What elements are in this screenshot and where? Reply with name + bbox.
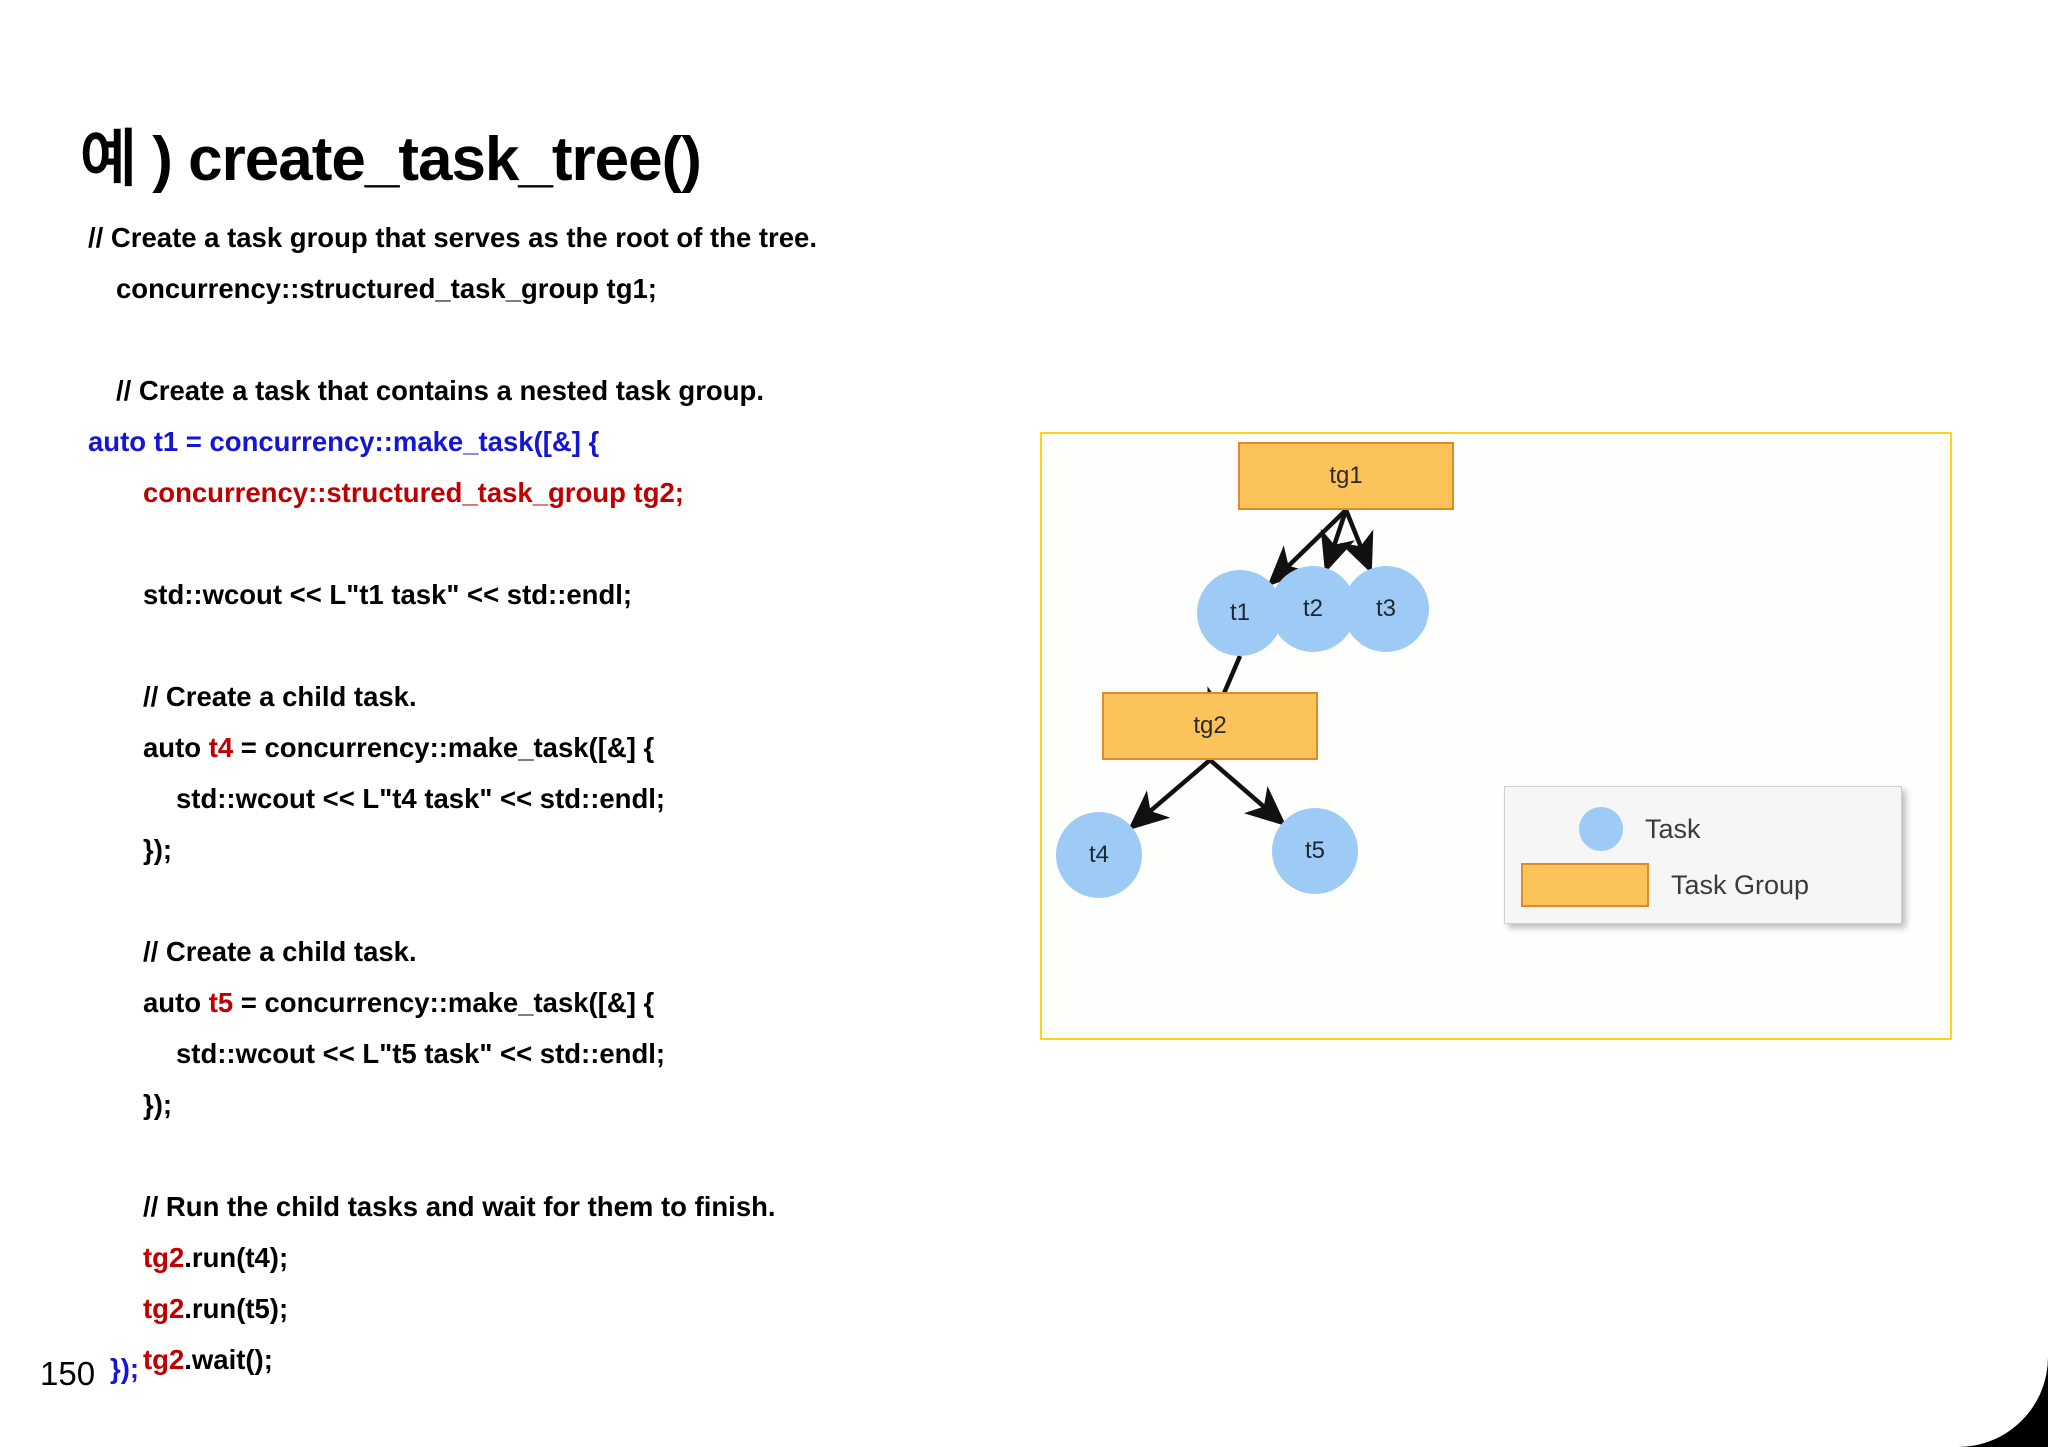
code-token: = concurrency::make_task([&] { [233,987,655,1018]
diagram-node-t4: t4 [1056,812,1142,898]
code-token: auto [143,987,209,1018]
code-token: auto t1 = concurrency::make_task([&] { [88,426,600,457]
code-line [88,314,1048,365]
code-line [88,518,1048,569]
code-line: // Create a task group that serves as th… [88,212,1048,263]
code-closing-line: }); [110,1353,140,1384]
task-group-swatch-icon [1521,863,1649,907]
legend-label: Task [1645,813,1701,844]
code-line: }); [88,1079,1048,1130]
legend-item: Task Group [1521,863,1809,907]
code-token: }); [143,834,173,865]
code-token: // Run the child tasks and wait for them… [143,1191,776,1222]
page-number: 150 [40,1355,96,1392]
code-token: tg2 [143,1344,185,1375]
code-token: // Create a child task. [143,681,417,712]
diagram-edge-tg1-to-t3 [1339,509,1374,574]
code-line: // Run the child tasks and wait for them… [88,1181,1048,1232]
diagram-node-t3: t3 [1343,566,1429,652]
diagram-node-t5: t5 [1272,808,1358,894]
code-line: }); [88,824,1048,875]
code-token: concurrency::structured_task_group tg2; [143,477,684,508]
code-token: tg2 [143,1242,185,1273]
code-token: t4 [208,732,234,763]
diagram-edge-tg1-to-t1 [1267,508,1348,587]
code-token: tg2 [143,1293,185,1324]
diagram-edge-tg2-to-t5 [1208,758,1287,827]
code-line: tg2.wait(); [88,1334,1048,1385]
page-title: 예 ) create_task_tree() [80,124,702,194]
diagram-edges-layer [1127,508,1374,831]
code-token: // Create a task group that serves as th… [88,222,817,253]
code-line: // Create a child task. [88,671,1048,722]
code-token: t5 [208,987,234,1018]
code-line: concurrency::structured_task_group tg2; [88,467,1048,518]
code-token: concurrency::structured_task_group tg1; [116,273,657,304]
diagram-node-tg2: tg2 [1102,692,1318,760]
code-line: auto t1 = concurrency::make_task([&] { [88,416,1048,467]
code-line: // Create a child task. [88,926,1048,977]
code-token: .wait(); [184,1344,273,1375]
code-token: }); [143,1089,173,1120]
code-line: tg2.run(t4); [88,1232,1048,1283]
code-line: tg2.run(t5); [88,1283,1048,1334]
code-line: auto t5 = concurrency::make_task([&] { [88,977,1048,1028]
code-token: // Create a task that contains a nested … [116,375,764,406]
diagram-node-label: t5 [1304,837,1325,864]
code-line [88,1130,1048,1181]
code-token: std::wcout << L"t4 task" << std::endl; [176,783,666,814]
code-line: std::wcout << L"t1 task" << std::endl; [88,569,1048,620]
code-block: // Create a task group that serves as th… [88,212,1048,1385]
code-token: .run(t4); [184,1242,289,1273]
code-token: .run(t5); [184,1293,289,1324]
task-swatch-icon [1579,807,1623,851]
diagram-node-label: t1 [1229,599,1250,626]
code-line: concurrency::structured_task_group tg1; [88,263,1048,314]
code-line: std::wcout << L"t5 task" << std::endl; [88,1028,1048,1079]
legend-item: Task [1579,807,1701,851]
diagram-node-label: t4 [1088,841,1109,868]
diagram-node-t1: t1 [1197,570,1283,656]
diagram-node-label: tg1 [1329,462,1363,489]
code-token: std::wcout << L"t5 task" << std::endl; [176,1038,666,1069]
diagram-node-label: t2 [1302,595,1323,622]
code-token: auto [143,732,209,763]
code-line: std::wcout << L"t4 task" << std::endl; [88,773,1048,824]
code-token: std::wcout << L"t1 task" << std::endl; [143,579,633,610]
code-token: // Create a child task. [143,936,417,967]
diagram-edge-tg1-to-t2 [1320,509,1355,573]
diagram-node-tg1: tg1 [1238,442,1454,510]
diagram-node-label: tg2 [1193,712,1227,739]
code-line: auto t4 = concurrency::make_task([&] { [88,722,1048,773]
diagram-node-label: t3 [1375,595,1396,622]
diagram-edge-tg2-to-t4 [1127,758,1212,831]
code-line [88,875,1048,926]
code-line [88,620,1048,671]
code-token: = concurrency::make_task([&] { [233,732,655,763]
code-line: // Create a task that contains a nested … [88,365,1048,416]
legend-label: Task Group [1671,869,1810,900]
diagram-node-t2: t2 [1270,566,1356,652]
